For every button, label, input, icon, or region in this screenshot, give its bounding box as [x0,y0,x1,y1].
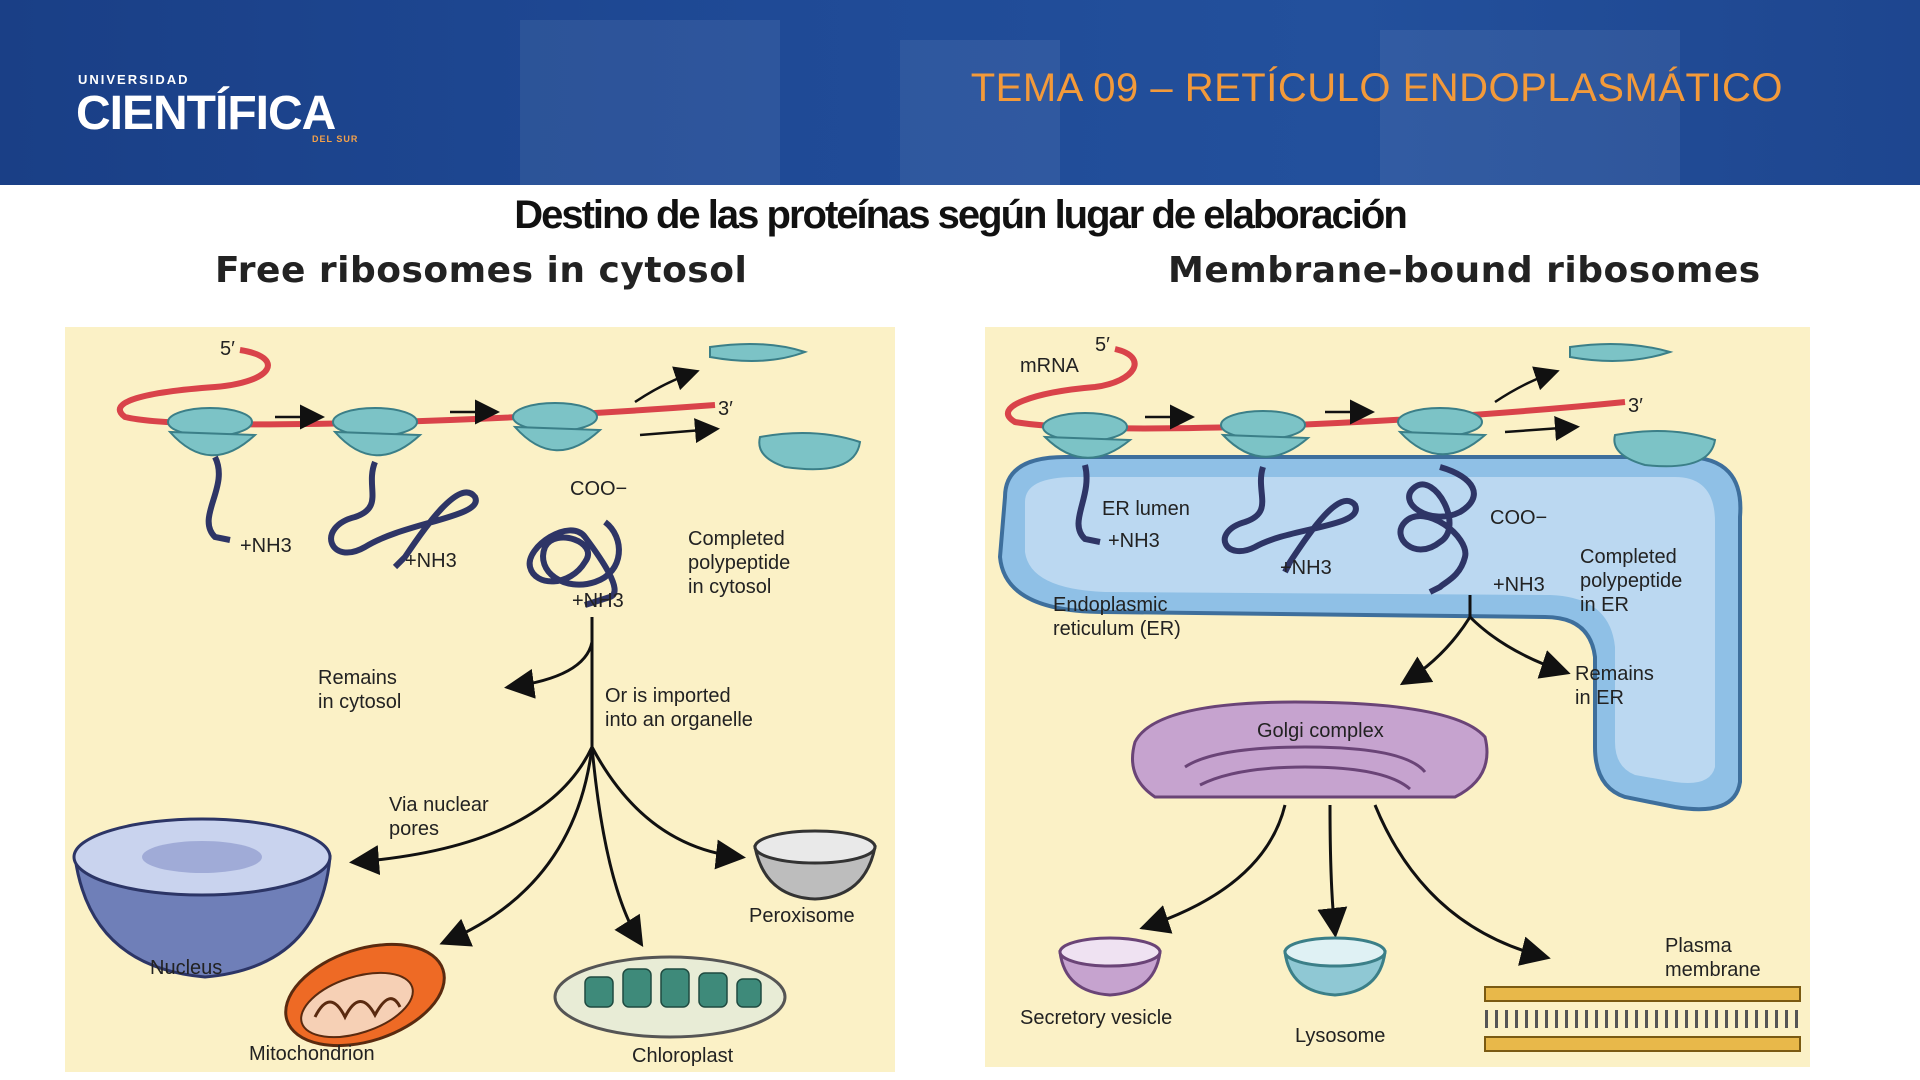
polypeptide-chain [205,455,231,543]
five-prime-label: 5′ [220,338,235,360]
three-prime-label: 3′ [1628,395,1643,417]
polypeptide-chain [328,460,479,570]
remains-label-line1: Remains [1575,663,1654,685]
free-ribosomes-diagram: 5′ 3′ +NH3 +NH3 COO− +NH3 Completed poly… [65,327,895,1072]
mitochondrion-illustration [284,942,446,1048]
slide-topic-title: TEMA 09 – RETÍCULO ENDOPLASMÁTICO [970,66,1783,110]
completed-label-line3: in cytosol [688,576,771,598]
ribosome-subunit [758,432,862,471]
secretory-vesicle-illustration [1058,936,1162,997]
five-prime-label: 5′ [1095,334,1110,356]
amino-terminus-label: +NH3 [240,535,292,557]
nuclear-pores-label-line1: Via nuclear [389,794,489,816]
completed-label-line1: Completed [688,528,785,550]
mrna-label: mRNA [1020,355,1080,377]
nucleus-illustration [72,817,332,979]
amino-terminus-label: +NH3 [405,550,457,572]
ribosome-subunit [1613,430,1717,468]
lysosome-illustration [1283,936,1387,997]
ribosome [167,407,258,457]
completed-label-line1: Completed [1580,546,1677,568]
mitochondrion-label: Mitochondrion [249,1043,375,1065]
ribosome-subunit [709,342,809,362]
amino-terminus-label: +NH3 [572,590,624,612]
completed-label-line2: polypeptide [688,552,790,574]
logo-name: CIENTÍFICA [76,87,336,140]
completed-label-line3: in ER [1580,594,1629,616]
polypeptide-chain [1397,464,1477,595]
three-prime-label: 3′ [718,398,733,420]
er-lumen-label: ER lumen [1102,498,1190,520]
logo-university-label: UNIVERSIDAD [78,72,190,87]
remains-label-line1: Remains [318,667,397,689]
membrane-bound-ribosomes-diagram: 5′ mRNA 3′ ER lumen +NH3 +NH3 COO− +NH3 … [985,327,1810,1067]
imported-label-line2: into an organelle [605,709,753,731]
polypeptide-chain [1221,466,1359,574]
carboxyl-terminus-label: COO− [1490,507,1547,529]
completed-label-line2: polypeptide [1580,570,1682,592]
polypeptide-chain [526,519,622,608]
chloroplast-label: Chloroplast [632,1045,734,1067]
carboxyl-terminus-label: COO− [570,478,627,500]
logo-sub-label: DEL SUR [312,134,359,144]
plasma-membrane-illustration [1484,986,1801,1052]
right-panel-title: Membrane-bound ribosomes [1168,250,1761,291]
plasma-membrane-label-line2: membrane [1665,959,1761,981]
nucleus-label: Nucleus [150,957,222,979]
remains-label-line2: in cytosol [318,691,401,713]
golgi-label: Golgi complex [1257,720,1384,742]
peroxisome-illustration [753,829,877,901]
ribosome [1042,412,1133,459]
slide-subtitle: Destino de las proteínas según lugar de … [514,193,1408,237]
polypeptide-chain [1075,464,1101,545]
ribosome [1220,410,1311,458]
lysosome-label: Lysosome [1295,1025,1385,1047]
plasma-membrane-label-line1: Plasma [1665,935,1733,957]
secretory-vesicle-label: Secretory vesicle [1020,1007,1172,1029]
er-label-line2: reticulum (ER) [1053,618,1181,640]
ribosome-subunit [1569,342,1674,362]
left-panel-title: Free ribosomes in cytosol [215,250,748,291]
amino-terminus-label: +NH3 [1108,530,1160,552]
amino-terminus-label: +NH3 [1493,574,1545,596]
peroxisome-label: Peroxisome [749,905,855,927]
golgi-complex-illustration [1131,700,1489,799]
ribosome [1397,407,1488,456]
header-banner: UNIVERSIDAD CIENTÍFICA DEL SUR TEMA 09 –… [0,0,1920,185]
ribosome [512,402,603,452]
ribosome [332,407,423,457]
chloroplast-illustration [553,955,787,1039]
er-label-line1: Endoplasmic [1053,594,1168,616]
amino-terminus-label: +NH3 [1280,557,1332,579]
nuclear-pores-label-line2: pores [389,818,439,840]
imported-label-line1: Or is imported [605,685,731,707]
remains-label-line2: in ER [1575,687,1624,709]
